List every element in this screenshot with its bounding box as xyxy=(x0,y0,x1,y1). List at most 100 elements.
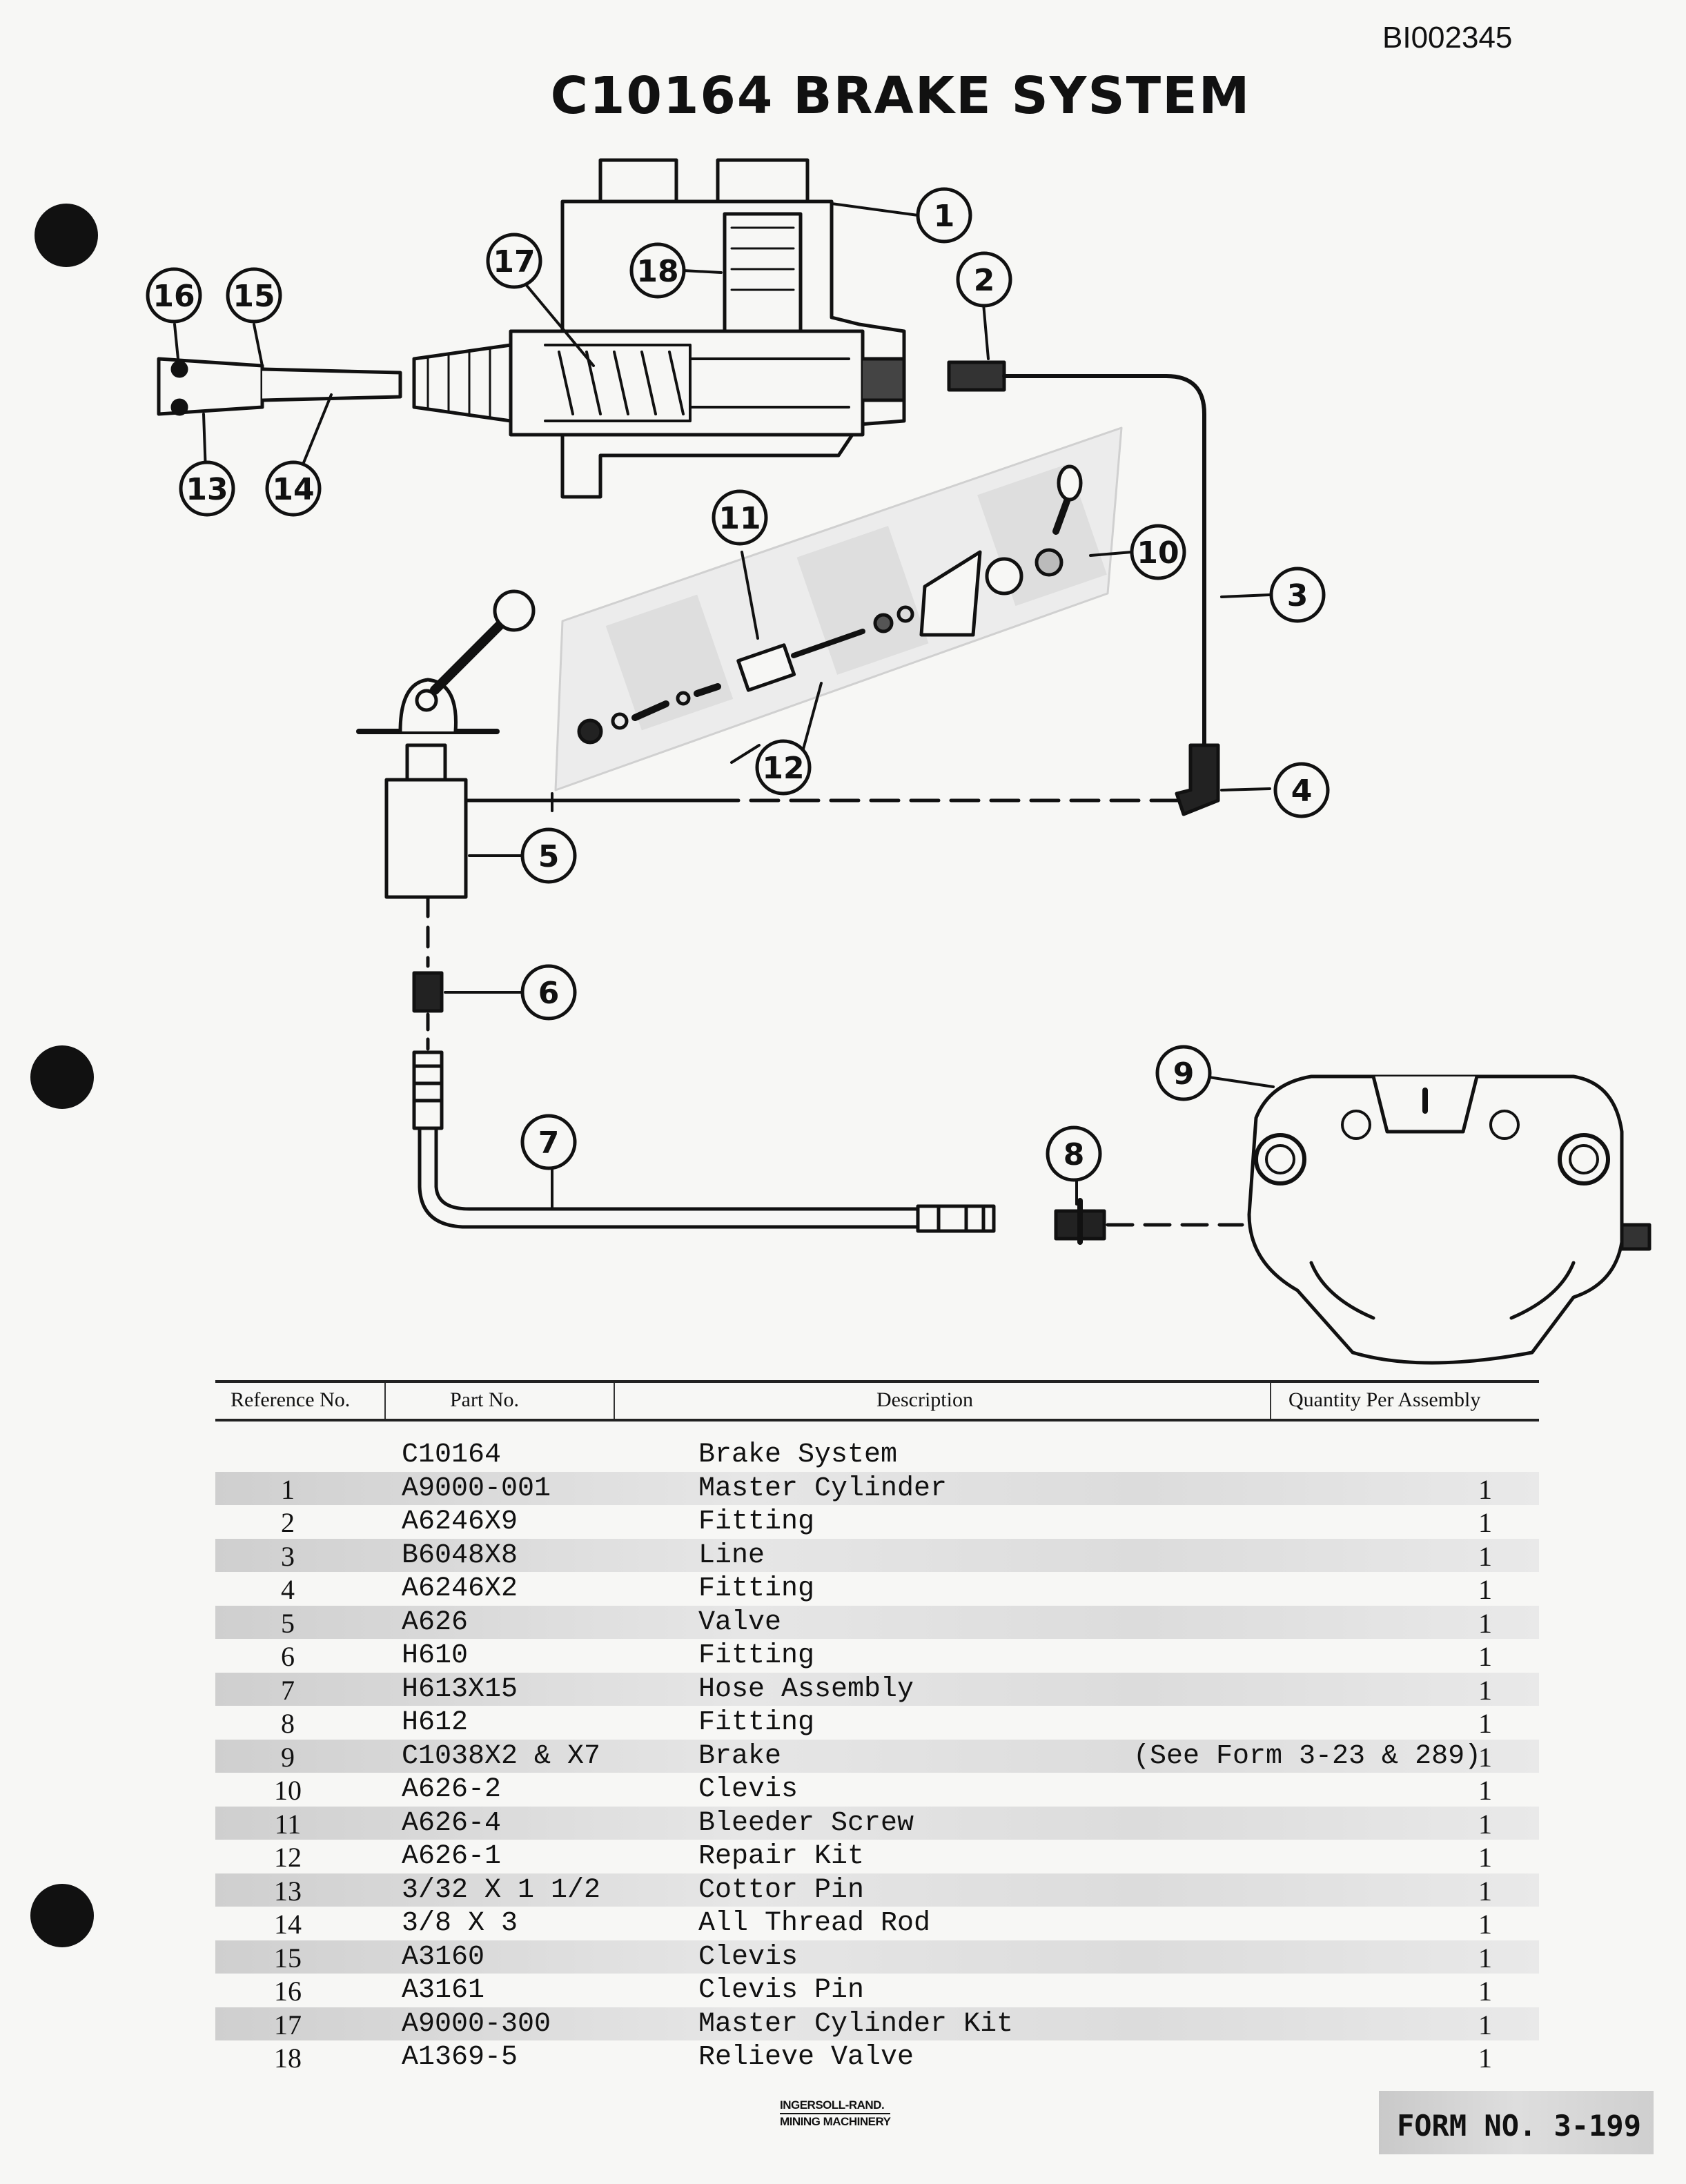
cell-part-no: A626 xyxy=(402,1606,469,1638)
cell-description: Clevis xyxy=(698,1941,798,1973)
cell-reference-no: 5 xyxy=(281,1607,295,1639)
binder-hole-middle xyxy=(30,1045,94,1109)
cell-description: Relieve Valve xyxy=(698,2042,914,2073)
callout-11: 11 xyxy=(712,489,768,546)
cell-description: Cottor Pin xyxy=(698,1874,865,1906)
callout-5: 5 xyxy=(520,827,577,884)
cell-reference-no: 17 xyxy=(274,2009,302,2040)
cell-part-no: A626-2 xyxy=(402,1774,502,1805)
cell-reference-no: 1 xyxy=(281,1473,295,1505)
cell-reference-no: 14 xyxy=(274,1909,302,1940)
cell-quantity: 1 xyxy=(1478,1942,1492,1974)
callout-3: 3 xyxy=(1269,567,1326,623)
callout-7: 7 xyxy=(520,1114,577,1170)
cell-quantity: 1 xyxy=(1478,1909,1492,1940)
cell-quantity: 1 xyxy=(1478,1607,1492,1639)
cell-part-no: A3160 xyxy=(402,1941,485,1973)
cell-reference-no: 11 xyxy=(274,1808,302,1840)
cell-quantity: 1 xyxy=(1478,1775,1492,1806)
cell-part-no: A3161 xyxy=(402,1975,485,2006)
header-quantity: Quantity Per Assembly xyxy=(1288,1388,1481,1411)
callout-number: 14 xyxy=(272,472,314,507)
cell-description: Master Cylinder Kit xyxy=(698,2008,1014,2040)
cell-reference-no: 16 xyxy=(274,1976,302,2007)
callout-number: 1 xyxy=(934,199,955,234)
cell-quantity: 1 xyxy=(1478,1808,1492,1840)
cell-quantity: 1 xyxy=(1478,2043,1492,2074)
callout-number: 7 xyxy=(538,1125,560,1161)
callout-number: 4 xyxy=(1291,774,1313,809)
fitting-6 xyxy=(412,971,444,1013)
logo-line-1: INGERSOLL-RAND. xyxy=(780,2098,891,2114)
cell-description: Clevis xyxy=(698,1774,798,1805)
callout-number: 11 xyxy=(718,501,761,536)
cell-part-no: H610 xyxy=(402,1640,469,1671)
callout-number: 2 xyxy=(974,263,995,298)
table-header: Reference No. Part No. Description Quant… xyxy=(215,1380,1539,1421)
ingersoll-rand-logo: INGERSOLL-RAND. MINING MACHINERY xyxy=(780,2098,891,2129)
callout-number: 9 xyxy=(1173,1056,1195,1092)
cell-description: Master Cylinder xyxy=(698,1473,948,1504)
callout-circle xyxy=(179,460,235,517)
cell-quantity: 1 xyxy=(1478,1540,1492,1572)
callout-number: 3 xyxy=(1287,578,1308,613)
page-title: C10164 BRAKE SYSTEM xyxy=(550,66,1251,126)
cell-part-no: A626-1 xyxy=(402,1841,502,1872)
cell-part-no: 3/32 X 1 1/2 xyxy=(402,1874,601,1906)
callout-15: 15 xyxy=(226,267,282,324)
callout-8: 8 xyxy=(1046,1125,1102,1182)
cell-description: Brake xyxy=(698,1740,782,1772)
callout-2: 2 xyxy=(956,251,1012,308)
cell-reference-no: 7 xyxy=(281,1674,295,1706)
callout-6: 6 xyxy=(520,964,577,1021)
callout-14: 14 xyxy=(265,460,322,517)
cell-description: Fitting xyxy=(698,1707,815,1738)
hose-assembly-7 xyxy=(412,1050,996,1233)
callout-1: 1 xyxy=(916,187,972,244)
cell-part-no: A626-4 xyxy=(402,1807,502,1839)
header-part-no: Part No. xyxy=(450,1388,519,1411)
cell-quantity: 1 xyxy=(1478,1976,1492,2007)
cell-note: (See Form 3-23 & 289) xyxy=(1133,1740,1482,1772)
callout-circle xyxy=(712,489,768,546)
binder-hole-bottom xyxy=(30,1884,94,1947)
cell-description: Fitting xyxy=(698,1640,815,1671)
cell-description: Line xyxy=(698,1539,765,1571)
cell-reference-no: 9 xyxy=(281,1741,295,1773)
cell-reference-no: 3 xyxy=(281,1540,295,1572)
callout-circle xyxy=(146,267,202,324)
cell-part-no: A1369-5 xyxy=(402,2042,518,2073)
callout-number: 8 xyxy=(1063,1137,1085,1172)
callout-circle xyxy=(226,267,282,324)
cell-part-no: H612 xyxy=(402,1707,469,1738)
callout-13: 13 xyxy=(179,460,235,517)
cell-quantity: 1 xyxy=(1478,1574,1492,1605)
callout-10: 10 xyxy=(1130,524,1186,580)
table-row: 16 A3161 Clevis Pin 1 xyxy=(215,1974,1539,2007)
cell-quantity: 1 xyxy=(1478,1473,1492,1505)
cell-description: Valve xyxy=(698,1606,782,1638)
cell-quantity: 1 xyxy=(1478,1842,1492,1873)
header-reference-no: Reference No. xyxy=(231,1388,351,1411)
callout-4: 4 xyxy=(1273,762,1330,818)
callout-number: 12 xyxy=(762,751,804,786)
callout-18: 18 xyxy=(629,242,686,299)
cell-description: Clevis Pin xyxy=(698,1975,865,2006)
callout-circle xyxy=(520,827,577,884)
fitting-2 xyxy=(947,360,1006,392)
cell-description: Fitting xyxy=(698,1573,815,1604)
callout-circle xyxy=(520,1114,577,1170)
callout-number: 6 xyxy=(538,976,560,1011)
cell-quantity: 1 xyxy=(1478,1674,1492,1706)
cell-part-no: 3/8 X 3 xyxy=(402,1908,518,1939)
callout-circle xyxy=(1269,567,1326,623)
